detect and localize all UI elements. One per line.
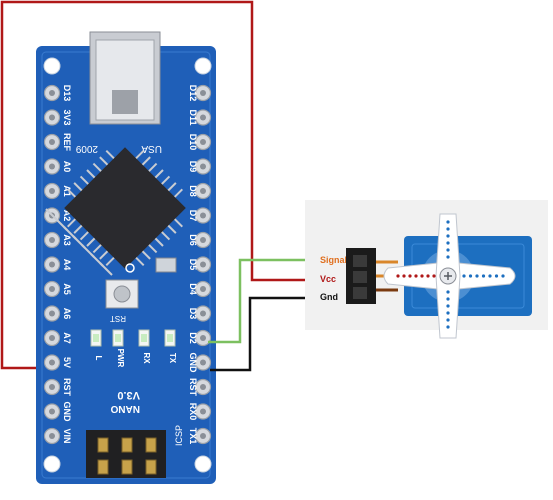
black-gnd-wire <box>210 296 322 372</box>
pin-label-left: GND <box>62 402 72 423</box>
led-label: RX <box>142 352 151 364</box>
pin-label-left: 5V <box>62 357 72 368</box>
board-name: NANO <box>110 403 140 414</box>
icsp-header <box>86 430 166 478</box>
board-year: 2009 <box>75 143 98 154</box>
red-vcc-wire <box>0 0 322 370</box>
pin-label-left: 3V3 <box>62 109 72 125</box>
pin-label-right: D5 <box>188 259 198 271</box>
pin-label-left: A2 <box>62 210 72 222</box>
pin-label-left: A7 <box>62 332 72 344</box>
pin-label-left: VIN <box>62 428 72 443</box>
led-label: L <box>94 356 103 361</box>
pin-label-right: D10 <box>188 134 198 151</box>
signal-label: Signal <box>320 255 347 265</box>
pin-label-right: GND <box>188 353 198 374</box>
gnd-label: Gnd <box>320 292 338 302</box>
pin-label-right: TX1 <box>188 428 198 445</box>
led-label: PWR <box>116 349 125 368</box>
mount-hole <box>194 57 212 75</box>
crystal <box>155 257 177 273</box>
microcontroller-chip <box>45 147 186 276</box>
mount-hole <box>43 57 61 75</box>
pin-label-left: A5 <box>62 283 72 295</box>
pin-label-right: D7 <box>188 210 198 222</box>
pin-label-right: RX0 <box>188 403 198 421</box>
led-label: TX <box>168 353 177 364</box>
reset-label: RST <box>110 314 126 323</box>
pin-label-right: D11 <box>188 109 198 125</box>
pin-label-left: A3 <box>62 234 72 246</box>
pin-label-left: REF <box>62 133 72 152</box>
pin-label-left: A1 <box>62 185 72 197</box>
usb-connector <box>89 31 161 125</box>
servo-connector <box>346 248 376 304</box>
mount-hole <box>194 455 212 473</box>
pin-label-left: A6 <box>62 308 72 320</box>
pin-label-right: D2 <box>188 332 198 344</box>
pin-label-left: A0 <box>62 161 72 173</box>
pin-label-right: D8 <box>188 185 198 197</box>
servo-panel: Signal Vcc Gnd <box>305 200 548 339</box>
pin-label-right: D9 <box>188 161 198 173</box>
pin-label-left: A4 <box>62 259 72 271</box>
pin-label-right: D3 <box>188 308 198 320</box>
pin-label-right: RST <box>188 378 198 397</box>
pin-label-right: D4 <box>188 283 198 295</box>
servo-horn <box>383 213 516 339</box>
board-country: USA <box>141 143 162 154</box>
pin-label-left: D13 <box>62 85 72 102</box>
board-version: V3.0 <box>117 389 140 401</box>
green-signal-wire <box>208 258 322 344</box>
reset-button <box>105 279 139 309</box>
icsp-label: ICSP <box>174 425 184 446</box>
pin-label-left: RST <box>62 378 72 397</box>
mount-hole <box>43 455 61 473</box>
pin-label-right: D6 <box>188 234 198 246</box>
vcc-label: Vcc <box>320 274 336 284</box>
servo-motor <box>383 213 532 339</box>
pin-label-right: D12 <box>188 85 198 102</box>
